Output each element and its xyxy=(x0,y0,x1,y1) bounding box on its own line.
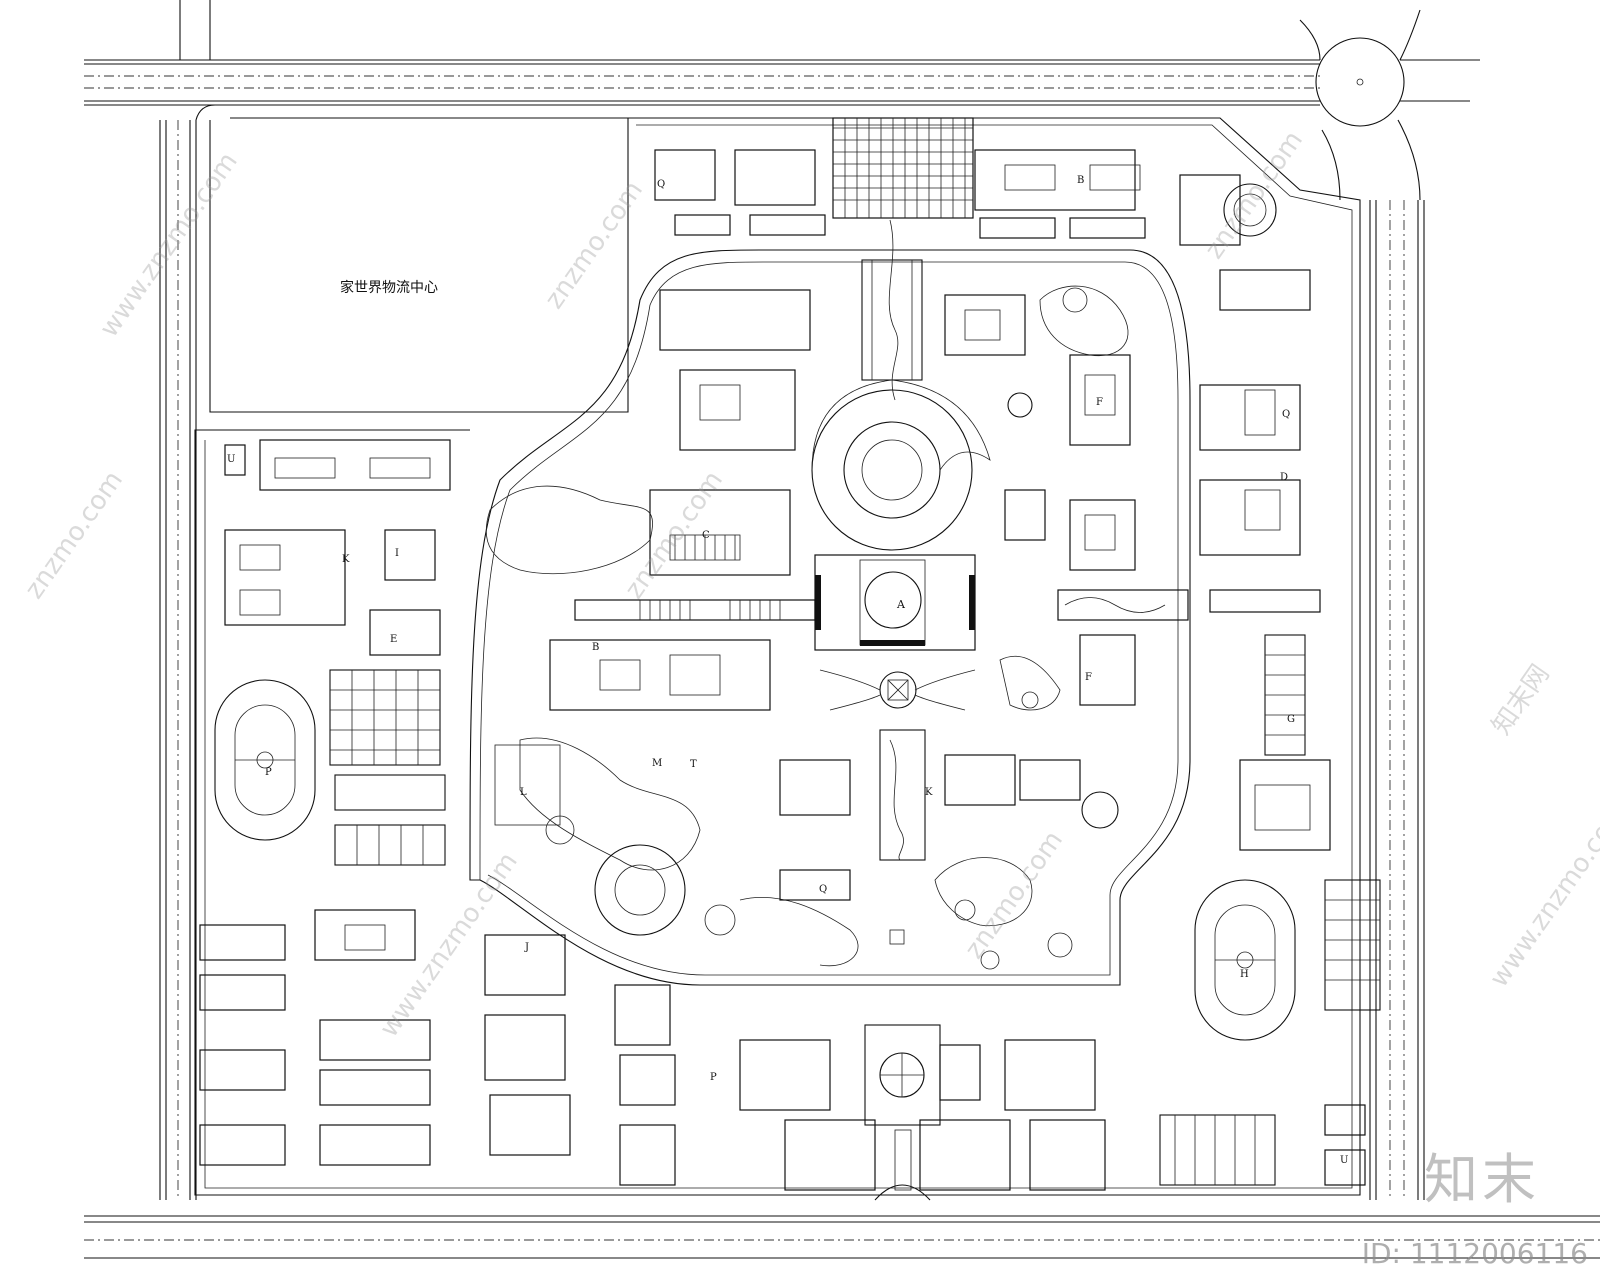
code-k2: K xyxy=(925,787,933,798)
south-buildings xyxy=(484,934,1106,1201)
north-buildings xyxy=(654,117,1311,311)
code-i: I xyxy=(395,548,399,559)
west-sports xyxy=(214,669,446,866)
code-b2: B xyxy=(592,642,599,653)
code-d: D xyxy=(1280,472,1288,483)
code-c: C xyxy=(702,530,710,541)
southwest-dorms xyxy=(199,909,431,1166)
code-u2: U xyxy=(1340,1155,1348,1166)
southeast-sports xyxy=(1159,879,1381,1186)
code-l: L xyxy=(520,787,527,798)
central-west-wing xyxy=(494,639,1081,901)
north-road xyxy=(84,59,1480,106)
code-g: G xyxy=(1287,714,1295,725)
code-e: E xyxy=(390,634,397,645)
roundabout xyxy=(1299,9,1421,201)
west-road xyxy=(159,0,216,1200)
east-road xyxy=(1369,200,1425,1200)
logistics-center-parcel: 家世界物流中心 xyxy=(209,117,629,413)
central-park xyxy=(486,285,1129,970)
code-q1: Q xyxy=(657,179,665,190)
code-f2: F xyxy=(1085,672,1092,683)
logistics-center-label: 家世界物流中心 xyxy=(340,279,438,296)
code-a: A xyxy=(896,598,906,611)
campus-boundary xyxy=(194,117,1361,1196)
code-j: J xyxy=(524,942,529,953)
code-u1: U xyxy=(227,454,235,465)
west-academic xyxy=(224,439,451,656)
code-p2: P xyxy=(710,1072,717,1083)
code-f1: F xyxy=(1096,397,1103,408)
code-q3: Q xyxy=(819,884,827,895)
northeast-academic xyxy=(944,294,1321,706)
code-m: M xyxy=(652,758,662,769)
code-h: H xyxy=(1240,969,1249,980)
ring-road xyxy=(469,249,1191,986)
northwest-academic xyxy=(574,289,816,621)
image-id-label: ID: 1112006116 xyxy=(1361,1237,1588,1270)
east-gymnasium xyxy=(1239,634,1331,851)
code-b1: B xyxy=(1077,175,1084,186)
code-k1: K xyxy=(342,554,350,565)
building-codes: A B B C D E F F G H I J K K L M P P Q Q … xyxy=(227,175,1348,1166)
code-p1: P xyxy=(265,767,272,778)
south-road xyxy=(84,1215,1600,1259)
code-q2: Q xyxy=(1282,409,1290,420)
brand-logo: 知末 xyxy=(1424,1148,1540,1211)
central-axis xyxy=(811,219,991,945)
code-t: T xyxy=(690,759,697,770)
